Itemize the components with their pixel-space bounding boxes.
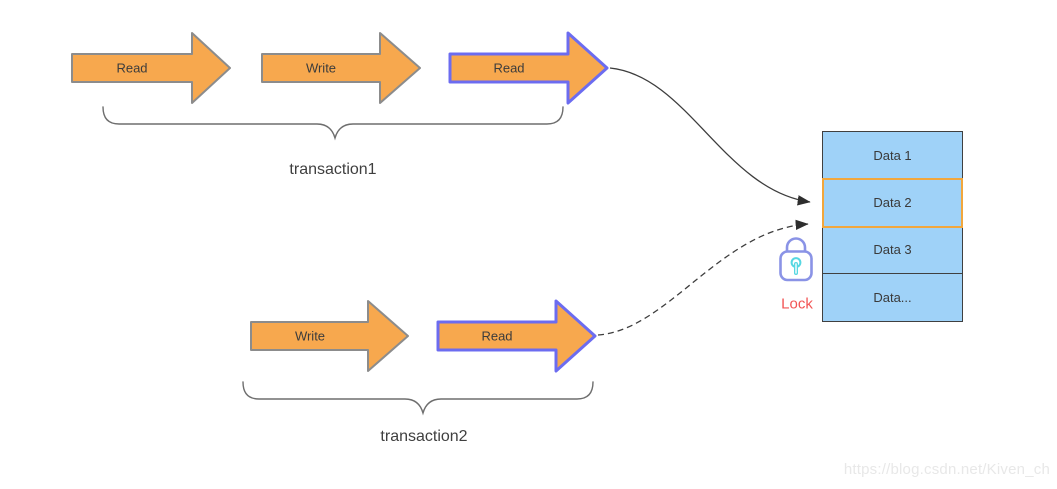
t1-arrow-read-1-label: Read: [116, 60, 148, 76]
t1-arrow-write-label: Write: [305, 60, 337, 76]
table-row-data-2-label: Data 2: [873, 194, 912, 210]
transaction1-label: transaction1: [289, 161, 377, 178]
transaction1-brace: [102, 106, 564, 141]
t1-arrow-read-2-highlighted: [448, 31, 609, 105]
table-row-data-2-locked: Data 2: [822, 178, 963, 228]
t2-arrow-write: [250, 300, 409, 372]
watermark: https://blog.csdn.net/Kiven_ch: [843, 461, 1050, 478]
t1-arrow-write: [261, 32, 421, 104]
t2-arrow-read-highlighted: [436, 299, 597, 373]
lock-label: Lock: [781, 295, 813, 313]
lock-icon: [779, 237, 813, 282]
dashed-connector-t2-to-data2: [597, 219, 809, 336]
table-row-data-1-label: Data 1: [873, 147, 912, 163]
t1-arrow-read-1: [71, 32, 231, 104]
transaction2-brace: [242, 381, 594, 416]
t2-arrow-read-label: Read: [481, 328, 513, 344]
data-table: Data 1 Data 2 Data 3 Data...: [822, 131, 963, 322]
solid-connector-t1-to-data2: [609, 67, 811, 206]
table-row-data-3: Data 3: [823, 226, 962, 274]
table-row-data-1: Data 1: [823, 132, 962, 180]
table-row-data-more: Data...: [823, 273, 962, 321]
transaction2-label: transaction2: [380, 428, 468, 445]
table-row-data-more-label: Data...: [873, 289, 912, 305]
t2-arrow-write-label: Write: [294, 328, 326, 344]
table-row-data-3-label: Data 3: [873, 242, 912, 258]
t1-arrow-read-2-label: Read: [493, 60, 525, 76]
